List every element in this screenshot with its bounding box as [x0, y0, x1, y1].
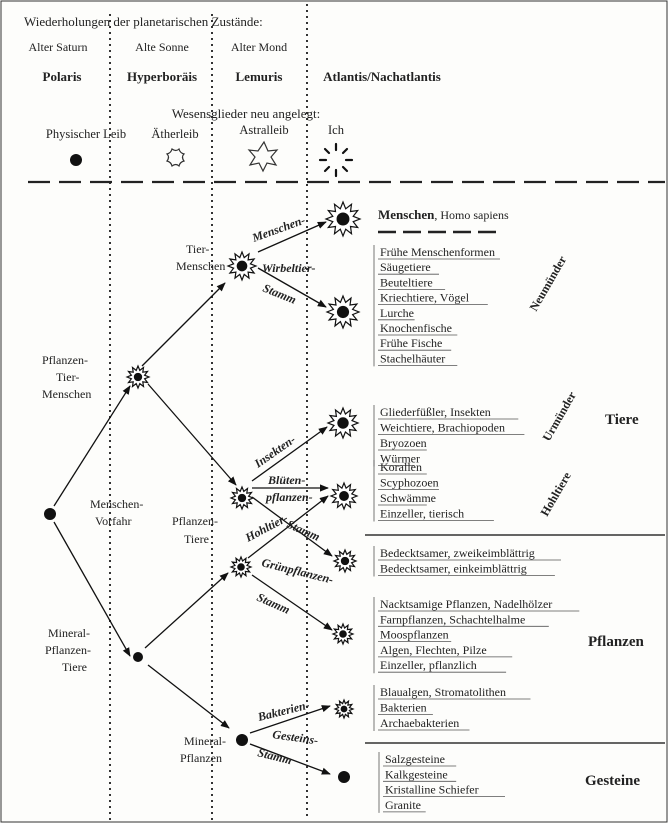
group-item-pflanzen: Einzeller, pflanzlich: [380, 658, 477, 672]
node-bakterien starburst-node-icon: [333, 698, 355, 720]
node-urmuender starburst-node-icon: [326, 406, 360, 440]
group-item-gesteine: Granite: [385, 798, 421, 812]
dot-icon: [70, 154, 82, 166]
members-title: Wesensglieder neu angelegt:: [172, 106, 320, 121]
group-item-hohltiere: Schwämme: [380, 491, 436, 505]
group-item-hohltiere: Einzeller, tierisch: [380, 507, 464, 521]
group-item-hohltiere: Scyphozoen: [380, 476, 439, 490]
group-item-urmuender: Gliederfüßler, Insekten: [380, 405, 491, 419]
group-item-bakterien: Blaualgen, Stromatolithen: [380, 685, 506, 699]
stage-mineral-pflanzen-tiere: Mineral-Pflanzen-Tiere: [45, 626, 91, 674]
group-item-pflanzen: Moospflanzen: [380, 628, 449, 642]
state-label: Alter Saturn: [29, 40, 88, 54]
menschen-bold: Menschen: [378, 207, 435, 222]
group-item-gesteine: Kalkgesteine: [385, 767, 448, 781]
stage-tier-menschen: Tier-Menschen: [176, 242, 225, 273]
sunburst-icon: [318, 142, 354, 178]
epoch-label: Atlantis/Nachatlantis: [323, 69, 441, 84]
group-item-wirbeltiere: Stachelhäuter: [380, 351, 445, 365]
branch-stamm-3: Stamm: [255, 590, 292, 617]
member-label: Physischer Leib: [46, 127, 126, 141]
stage-pflanzen-tiere: Pflanzen-Tiere: [172, 514, 218, 546]
side-hohltiere: Hohltiere: [537, 469, 574, 519]
group-lists: Frühe MenschenformenSäugetiereBeuteltier…: [373, 245, 580, 813]
flower-outline-icon: [165, 147, 186, 168]
branch-gruenpflanzen: Grünpflanzen-: [260, 555, 335, 586]
epoch-label: Lemuris: [236, 69, 283, 84]
member-label: Astralleib: [239, 123, 288, 137]
branch-stamm-2: Stamm: [285, 517, 322, 544]
group-item-bedecktsamer: Bedecktsamer, einkeimblättrig: [380, 562, 527, 576]
node-mineral-pflanzen-tiere: [133, 652, 143, 662]
group-item-wirbeltiere: Kriechtiere, Vögel: [380, 291, 470, 305]
node-pflanzen-tier-menschen starburst-node-icon: [125, 364, 151, 390]
star-outline-icon: [247, 140, 279, 173]
node-menschen-vorfahr: [44, 508, 56, 520]
side-neumuender: Neumünder: [526, 253, 569, 314]
group-item-gesteine: Salzgesteine: [385, 752, 445, 766]
menschen-label: Menschen, Homo sapiens: [378, 207, 509, 222]
node-tier-menschen starburst-node-icon: [226, 250, 258, 282]
branch-bakterien: Bakterien-: [255, 698, 310, 725]
node-pflanzen-tiere starburst-node-icon: [229, 485, 255, 511]
evolution-arrows: [53, 221, 333, 775]
stage-mineral-pflanzen: Mineral-Pflanzen: [180, 734, 226, 765]
side-pflanzen: Pflanzen: [588, 634, 644, 650]
group-item-pflanzen: Algen, Flechten, Pilze: [380, 643, 487, 657]
node-mineral-pflanzen: [236, 734, 248, 746]
group-item-pflanzen: Farnpflanzen, Schachtelhalme: [380, 612, 525, 626]
node-menschen starburst-node-icon: [324, 200, 362, 238]
group-item-pflanzen: Nacktsamige Pflanzen, Nadelhölzer: [380, 597, 552, 611]
branch-wirbeltier: Wirbeltier-: [262, 261, 316, 275]
node-bedecktsamer starburst-node-icon: [332, 548, 358, 574]
group-item-bakterien: Bakterien: [380, 701, 427, 715]
side-urmuender: Urmünder: [539, 389, 579, 444]
menschen-rest: , Homo sapiens: [434, 208, 509, 222]
group-item-gesteine: Kristalline Schiefer: [385, 783, 479, 797]
branch-gesteins: Gesteins-: [272, 727, 320, 747]
nodes: [44, 508, 350, 783]
epoch-label: Hyperboräis: [127, 69, 197, 84]
group-item-wirbeltiere: Knochenfische: [380, 321, 452, 335]
member-label: Ich: [328, 123, 345, 137]
stage-menschen-vorfahr: Menschen-Vorfahr: [90, 497, 143, 528]
node-gesteine: [338, 771, 350, 783]
epoch-label: Polaris: [43, 69, 82, 84]
state-label: Alter Mond: [231, 40, 287, 54]
branch-stamm-4: Stamm: [256, 745, 293, 767]
group-item-bakterien: Archaebakterien: [380, 716, 459, 730]
group-item-wirbeltiere: Säugetiere: [380, 260, 431, 274]
group-item-wirbeltiere: Lurche: [380, 306, 414, 320]
group-item-urmuender: Bryozoen: [380, 436, 427, 450]
branch-hohltier: Hohltier-: [242, 511, 290, 545]
group-item-wirbeltiere: Frühe Fische: [380, 336, 442, 350]
state-label: Alte Sonne: [135, 40, 189, 54]
branch-menschen: Menschen-: [249, 213, 307, 245]
group-item-wirbeltiere: Frühe Menschenformen: [380, 245, 495, 259]
group-item-urmuender: Weichtiere, Brachiopoden: [380, 421, 505, 435]
header-title: Wiederholungen der planetarischen Zustän…: [24, 14, 263, 29]
side-tiere: Tiere: [605, 412, 639, 428]
group-item-wirbeltiere: Beuteltiere: [380, 275, 433, 289]
group-item-urmuender: Würmer: [380, 452, 420, 466]
member-label: Ätherleib: [151, 127, 198, 141]
group-item-bedecktsamer: Bedecktsamer, zweikeimblättrig: [380, 546, 535, 560]
group-item-hohltiere: Korallen: [380, 460, 422, 474]
branch-bluetenpflanzen: Blüten-pflanzen-: [265, 473, 313, 504]
side-gesteine: Gesteine: [585, 773, 640, 789]
node-pflanzen starburst-node-icon: [331, 622, 355, 646]
stage-pflanzen-tier-menschen: Pflanzen-Tier-Menschen: [42, 353, 91, 401]
branch-stamm-1: Stamm: [261, 281, 298, 307]
node-wirbeltiere starburst-node-icon: [325, 294, 361, 330]
node-gruen starburst-node-icon: [229, 555, 253, 579]
node-hohltiere starburst-node-icon: [329, 481, 359, 511]
